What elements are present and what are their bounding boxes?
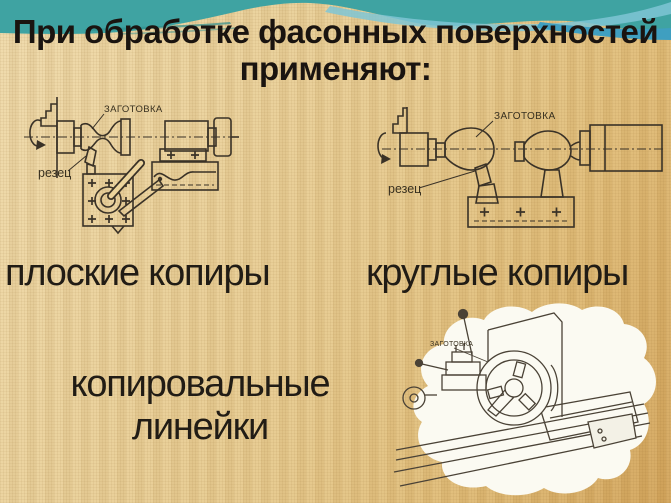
light-blue-wave	[325, 2, 671, 32]
workpiece-leader-line	[453, 347, 489, 363]
workpiece-label: ЗАГОТОВКА	[494, 111, 556, 122]
cutter-leader-line	[67, 155, 87, 172]
page-title: При обработке фасонных поверхностей прим…	[0, 13, 671, 88]
copy-ruler-figure: ЗАГОТОВКА	[393, 303, 656, 496]
template-plate	[151, 148, 219, 191]
round-copiers-label: круглые копиры	[366, 252, 629, 294]
round-copier-diagram: ЗАГОТОВКА резец	[377, 107, 664, 228]
cutter	[474, 162, 492, 188]
chuck-steps	[392, 107, 408, 134]
title-line-2: применяют:	[239, 49, 432, 87]
cutter-leader-line	[418, 170, 476, 189]
teal-band	[0, 0, 671, 36]
teal-streak	[85, 22, 231, 31]
title-line-1: При обработке фасонных поверхностей	[12, 13, 659, 50]
workpiece-leader-line	[91, 113, 105, 130]
flat-copiers-label: плоские копиры	[5, 252, 271, 294]
teal-streak-2	[120, 27, 240, 35]
cutter	[84, 145, 97, 175]
workpiece-shape	[80, 118, 131, 156]
workpiece-leader-line	[475, 120, 494, 138]
round-copier-shape	[514, 130, 581, 171]
cutter-post	[475, 183, 499, 204]
copy-rulers-line-1: копировальные	[70, 363, 331, 405]
copier-post	[540, 169, 564, 198]
workpiece-label: ЗАГОТОВКА	[430, 341, 473, 348]
tool-post	[414, 308, 487, 391]
cutter-label: резец	[388, 182, 421, 196]
header-wave-decoration	[0, 0, 671, 40]
tailstock	[579, 124, 663, 172]
workpiece-label: ЗАГОТОВКА	[104, 104, 163, 115]
blue-ribbon	[536, 22, 671, 40]
rotation-arrow-icon	[377, 132, 391, 164]
rotation-arrow-icon	[29, 119, 46, 150]
follower-arm	[117, 176, 165, 218]
tailstock	[164, 117, 239, 157]
chuck	[476, 350, 559, 426]
handwheel	[402, 386, 437, 410]
copy-rulers-line-2: линейки	[131, 406, 269, 449]
cutter-label: резец	[38, 166, 71, 180]
workpiece-shape	[444, 127, 495, 171]
bed-rails	[393, 403, 651, 487]
workpiece-cone	[487, 389, 515, 417]
copy-rulers-label: копировальные линейки	[30, 363, 370, 450]
flat-copier-diagram: ЗАГОТОВКА резец	[24, 97, 239, 235]
base-bar	[467, 196, 575, 228]
flat-copier-plate	[82, 159, 145, 235]
carriage	[539, 391, 639, 449]
